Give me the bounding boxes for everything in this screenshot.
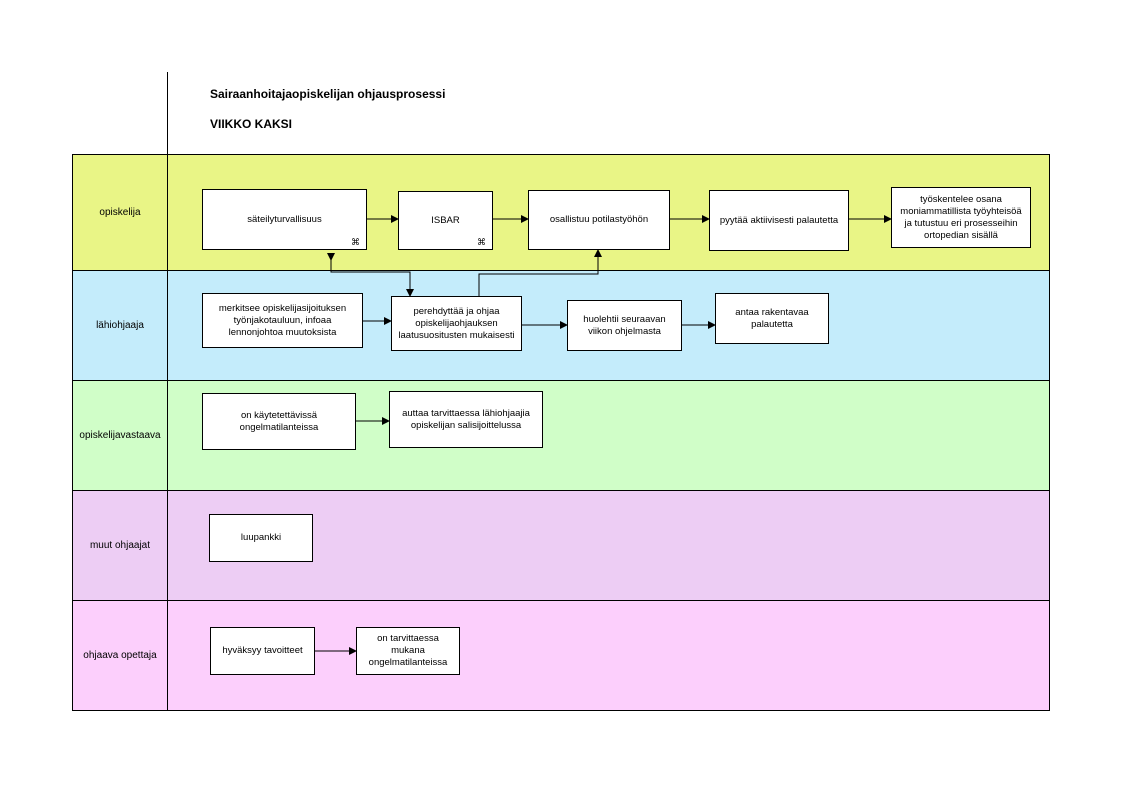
process-box-hyvaksyy[interactable]: hyväksyy tavoitteet: [210, 627, 315, 675]
process-box-label: säteilyturvallisuus: [247, 213, 322, 225]
process-box-osallistuu[interactable]: osallistuu potilastyöhön: [528, 190, 670, 250]
lane-label-opiskelija: opiskelija: [99, 206, 141, 218]
process-box-antaa[interactable]: antaa rakentavaa palautetta: [715, 293, 829, 344]
subprocess-marker-icon: ⌘: [351, 237, 360, 247]
process-box-auttaa[interactable]: auttaa tarvittaessa lähiohjaajia opiskel…: [389, 391, 543, 448]
process-box-luupankki[interactable]: luupankki: [209, 514, 313, 562]
process-box-label: antaa rakentavaa palautetta: [735, 306, 809, 330]
process-box-perehdyttaa[interactable]: perehdyttää ja ohjaa opiskelijaohjauksen…: [391, 296, 522, 351]
process-box-mukana[interactable]: on tarvittaessa mukana ongelmatilanteiss…: [356, 627, 460, 675]
process-box-label: pyytää aktiivisesti palautetta: [719, 214, 839, 226]
lane-label-lahiohjaaja: lähiohjaaja: [96, 319, 144, 331]
process-box-label: on käytetettävissä ongelmatilanteissa: [239, 409, 319, 433]
process-box-label: huolehtii seuraavan viikon ohjelmasta: [583, 313, 666, 337]
diagram-subtitle: VIIKKO KAKSI: [210, 117, 293, 131]
process-box-sateilyturvallisuus[interactable]: säteilyturvallisuus ⌘: [202, 189, 367, 250]
process-box-label: auttaa tarvittaessa lähiohjaajia opiskel…: [402, 407, 530, 431]
process-box-label: hyväksyy tavoitteet: [222, 645, 303, 656]
arrow-sateily-perehdyttaa: [327, 253, 414, 297]
header-band: [72, 72, 1050, 154]
process-box-label: ISBAR: [431, 214, 460, 226]
process-box-kaytettavissa[interactable]: on käytetettävissä ongelmatilanteissa: [202, 393, 356, 450]
process-box-label: osallistuu potilastyöhön: [549, 214, 649, 225]
process-box-pyytaa[interactable]: pyytää aktiivisesti palautetta: [709, 190, 849, 251]
process-box-label: on tarvittaessa mukana ongelmatilanteiss…: [368, 633, 448, 668]
process-box-label: perehdyttää ja ohjaa opiskelijaohjauksen…: [398, 305, 515, 341]
lane-label-muut-ohjaajat: muut ohjaajat: [89, 539, 151, 551]
process-box-label: merkitsee opiskelijasijoituksen työnjako…: [218, 302, 347, 338]
process-box-isbar[interactable]: ISBAR ⌘: [398, 191, 493, 250]
lane-label-ohjaava-opettaja: ohjaava opettaja: [83, 649, 157, 661]
diagram-title: Sairaanhoitajaopiskelijan ohjausprosessi: [210, 87, 446, 101]
subprocess-marker-icon: ⌘: [477, 237, 486, 247]
process-box-tyoskentelee[interactable]: työskentelee osana moniammatillista työy…: [891, 187, 1031, 248]
process-box-huolehtii[interactable]: huolehtii seuraavan viikon ohjelmasta: [567, 300, 682, 351]
arrow-perehdyttaa-osallistuu: [475, 249, 602, 303]
process-box-merkitsee[interactable]: merkitsee opiskelijasijoituksen työnjako…: [202, 293, 363, 348]
process-box-label: luupankki: [240, 532, 282, 543]
lane-label-opiskelijavastaava: opiskelijavastaava: [79, 429, 161, 441]
process-box-label: työskentelee osana moniammatillista työy…: [900, 193, 1022, 241]
